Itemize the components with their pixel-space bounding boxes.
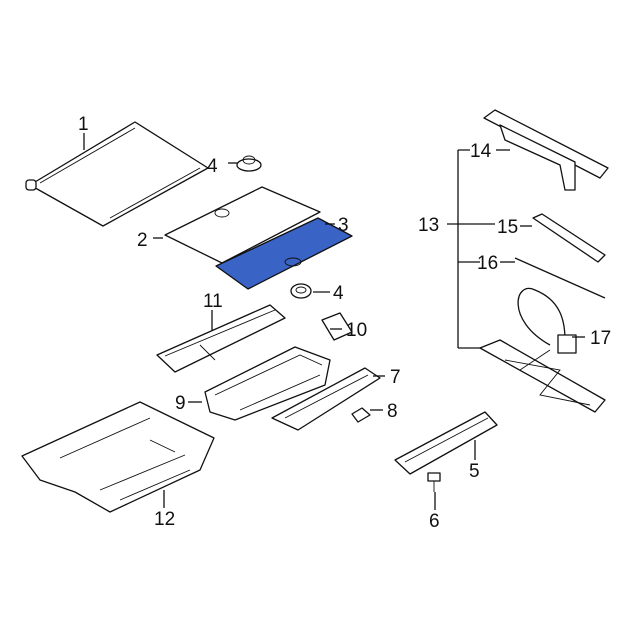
part-11-trim-panel[interactable] <box>156 304 286 373</box>
part-2-floor-panel[interactable] <box>164 186 321 264</box>
callout-17: 17 <box>590 328 611 349</box>
callout-10: 10 <box>346 320 367 341</box>
callout-14: 14 <box>470 141 492 162</box>
callout-7: 7 <box>390 367 401 388</box>
callout-15: 15 <box>497 217 518 238</box>
callout-4-lower: 4 <box>333 283 344 304</box>
part-12-floor-pan[interactable] <box>21 401 215 513</box>
part-8-clip[interactable] <box>351 407 371 423</box>
part-1-cargo-cover[interactable] <box>25 121 209 227</box>
part-13-jack[interactable] <box>479 339 606 413</box>
callout-13: 13 <box>418 215 439 236</box>
part-7-rail[interactable] <box>271 367 381 431</box>
part-16-rod[interactable] <box>514 257 606 299</box>
callout-8: 8 <box>387 401 398 422</box>
part-9-storage-tray[interactable] <box>204 346 331 421</box>
callout-3: 3 <box>338 215 349 236</box>
callout-2: 2 <box>137 230 148 251</box>
leader-lines <box>83 133 585 510</box>
part-5-sill-plate[interactable] <box>394 411 498 475</box>
part-3-highlighted-panel[interactable] <box>215 217 353 290</box>
part-4-plug[interactable] <box>290 283 312 299</box>
part-15-handle[interactable] <box>532 213 606 263</box>
part-17-cable[interactable] <box>517 287 577 354</box>
callout-5: 5 <box>469 461 480 482</box>
callout-4-top: 4 <box>207 156 218 177</box>
part-6-bolt[interactable] <box>427 472 441 492</box>
part-14-jack-holder[interactable] <box>483 109 609 191</box>
part-10-bracket[interactable] <box>321 312 353 341</box>
callout-9: 9 <box>175 393 186 414</box>
callout-6: 6 <box>429 511 440 532</box>
callout-1: 1 <box>78 114 89 135</box>
callout-12: 12 <box>154 509 175 530</box>
callout-16: 16 <box>477 253 498 274</box>
callout-11: 11 <box>203 291 223 312</box>
part-4-grommet-top[interactable] <box>236 155 262 172</box>
callout-labels: 1 4 2 3 4 11 10 7 8 9 12 5 6 13 14 15 16… <box>78 114 611 532</box>
